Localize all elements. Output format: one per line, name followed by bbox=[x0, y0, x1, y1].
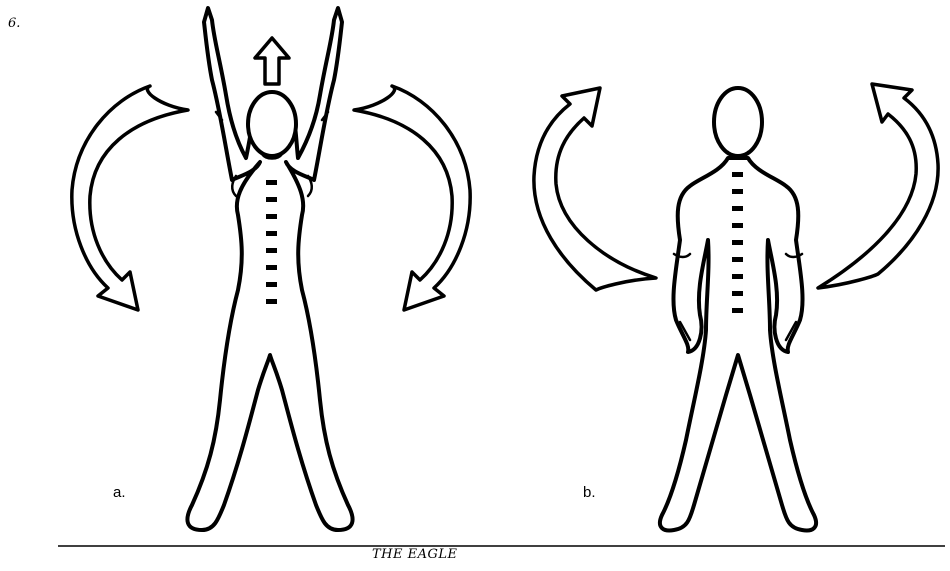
spine-dash bbox=[732, 206, 743, 211]
panel-label-a: a. bbox=[113, 484, 126, 501]
spine-dash bbox=[732, 223, 743, 228]
spine-dash bbox=[732, 172, 743, 177]
spine-dash bbox=[266, 265, 277, 270]
spine-dash bbox=[732, 308, 743, 313]
spine-dash bbox=[266, 214, 277, 219]
figure-a-head bbox=[248, 92, 296, 156]
figure-b-body bbox=[660, 158, 816, 530]
curved-arrow-down-icon bbox=[72, 86, 188, 310]
curved-arrow-down-icon bbox=[354, 86, 470, 310]
figure-b-spine bbox=[732, 172, 743, 313]
spine-dash bbox=[266, 180, 277, 185]
spine-dash bbox=[266, 248, 277, 253]
spine-dash bbox=[732, 240, 743, 245]
spine-dash bbox=[266, 197, 277, 202]
spine-dash bbox=[266, 299, 277, 304]
spine-dash bbox=[732, 274, 743, 279]
spine-dash bbox=[266, 231, 277, 236]
spine-dash bbox=[732, 291, 743, 296]
spine-dash bbox=[266, 282, 277, 287]
figure-b bbox=[534, 84, 938, 530]
figure-caption: THE EAGLE bbox=[372, 547, 458, 562]
spine-dash bbox=[732, 189, 743, 194]
panel-label-b: b. bbox=[583, 484, 596, 501]
curved-arrow-up-icon bbox=[534, 88, 656, 290]
figure-a bbox=[72, 8, 470, 530]
curved-arrow-up-icon bbox=[818, 84, 938, 288]
spine-dash bbox=[732, 257, 743, 262]
figure-b-head bbox=[714, 88, 762, 156]
up-arrow-icon bbox=[255, 38, 289, 84]
figure-number: 6. bbox=[8, 16, 20, 31]
